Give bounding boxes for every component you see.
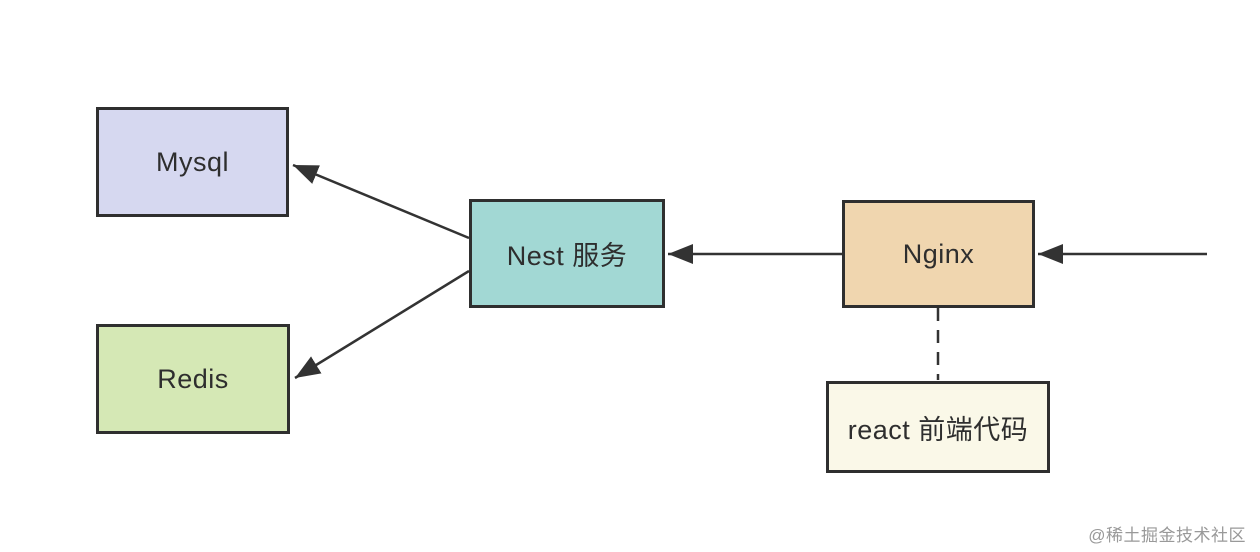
juejin-watermark: @稀土掘金技术社区 — [1088, 526, 1246, 545]
node-mysql-label: Mysql — [155, 146, 229, 177]
node-nginx: Nginx — [842, 200, 1035, 308]
node-mysql: Mysql — [96, 107, 289, 217]
node-react-frontend: react 前端代码 — [826, 381, 1050, 473]
node-react-frontend-label: react 前端代码 — [847, 414, 1029, 445]
node-redis: Redis — [96, 324, 290, 434]
node-nest-service-label: Nest 服务 — [506, 241, 628, 271]
edge-nest-to-redis — [294, 269, 470, 380]
node-redis-label: Redis — [157, 363, 229, 394]
edge-nest-to-mysql — [292, 163, 470, 240]
node-nginx-label: Nginx — [902, 238, 975, 269]
node-nest-service: Nest 服务 — [469, 199, 665, 308]
